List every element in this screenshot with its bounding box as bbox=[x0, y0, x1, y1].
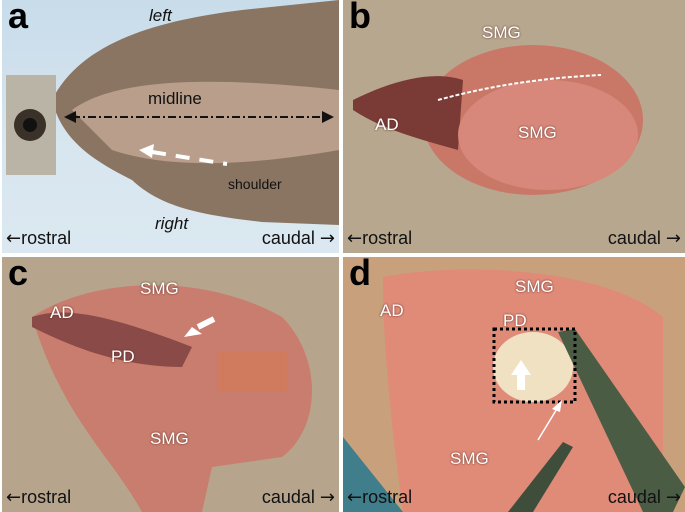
panel-d: d SMG AD PD SMG ←rostral caudal → bbox=[343, 257, 685, 512]
label-smg-top: SMG bbox=[482, 23, 521, 42]
right-arrow-icon: → bbox=[319, 487, 335, 508]
thick-up-arrow-icon bbox=[517, 375, 525, 390]
left-arrow-icon: ← bbox=[347, 228, 363, 249]
dissection-photo-b bbox=[353, 45, 643, 195]
label-left: left bbox=[149, 6, 172, 25]
orientation-axis: ←rostral caudal → bbox=[6, 487, 335, 509]
panel-b: b SMG AD SMG ←rostral caudal → bbox=[343, 0, 685, 253]
label-right: right bbox=[155, 214, 189, 233]
thin-arrow-icon bbox=[537, 406, 559, 441]
label-shoulder: shoulder bbox=[228, 176, 282, 192]
label-midline: midline bbox=[148, 89, 202, 108]
mouse-head-illustration bbox=[6, 0, 339, 225]
label-smg-top: SMG bbox=[140, 279, 179, 298]
rostral-label: rostral bbox=[362, 228, 413, 248]
orientation-axis: ←rostral caudal → bbox=[347, 228, 681, 250]
caudal-label: caudal bbox=[607, 228, 661, 248]
panel-letter: d bbox=[349, 257, 371, 293]
caudal-label: caudal bbox=[261, 228, 315, 248]
dissection-photo-d bbox=[343, 269, 685, 512]
panel-a: a left midline shoulder right ←rostral c… bbox=[2, 0, 339, 253]
orientation-axis: ←rostral caudal → bbox=[6, 228, 335, 250]
label-ad: AD bbox=[375, 115, 399, 134]
right-arrow-icon: → bbox=[665, 228, 681, 249]
panel-letter: b bbox=[349, 0, 371, 36]
label-ad: AD bbox=[380, 301, 404, 320]
dissection-photo-c bbox=[32, 285, 312, 512]
label-smg-bottom: SMG bbox=[450, 449, 489, 468]
arrow-shaft bbox=[196, 316, 216, 330]
panel-c: c SMG AD PD SMG ←rostral caudal → bbox=[2, 257, 339, 512]
label-smg-top: SMG bbox=[515, 277, 554, 296]
caudal-label: caudal bbox=[261, 487, 315, 507]
separation-dashed-line bbox=[437, 74, 602, 101]
dotted-box-highlight bbox=[492, 327, 577, 404]
incision-dashed-arrow-icon bbox=[139, 144, 228, 166]
label-pd: PD bbox=[503, 311, 527, 330]
label-pd: PD bbox=[111, 347, 135, 366]
label-smg-bottom: SMG bbox=[150, 429, 189, 448]
left-arrow-icon: ← bbox=[6, 487, 22, 508]
right-arrow-icon: → bbox=[319, 228, 335, 249]
rostral-label: rostral bbox=[21, 228, 72, 248]
label-ad: AD bbox=[50, 303, 74, 322]
midline-double-arrow-icon bbox=[64, 111, 334, 123]
forceps-left bbox=[508, 442, 573, 512]
forceps-right bbox=[558, 329, 685, 512]
rostral-label: rostral bbox=[21, 487, 72, 507]
left-arrow-icon: ← bbox=[6, 228, 22, 249]
panel-letter: a bbox=[8, 0, 29, 36]
label-smg-bottom: SMG bbox=[518, 123, 557, 142]
left-arrow-icon: ← bbox=[347, 487, 363, 508]
rostral-label: rostral bbox=[362, 487, 413, 507]
orientation-axis: ←rostral caudal → bbox=[347, 487, 681, 509]
caudal-label: caudal bbox=[607, 487, 661, 507]
right-arrow-icon: → bbox=[665, 487, 681, 508]
panel-letter: c bbox=[8, 257, 29, 293]
